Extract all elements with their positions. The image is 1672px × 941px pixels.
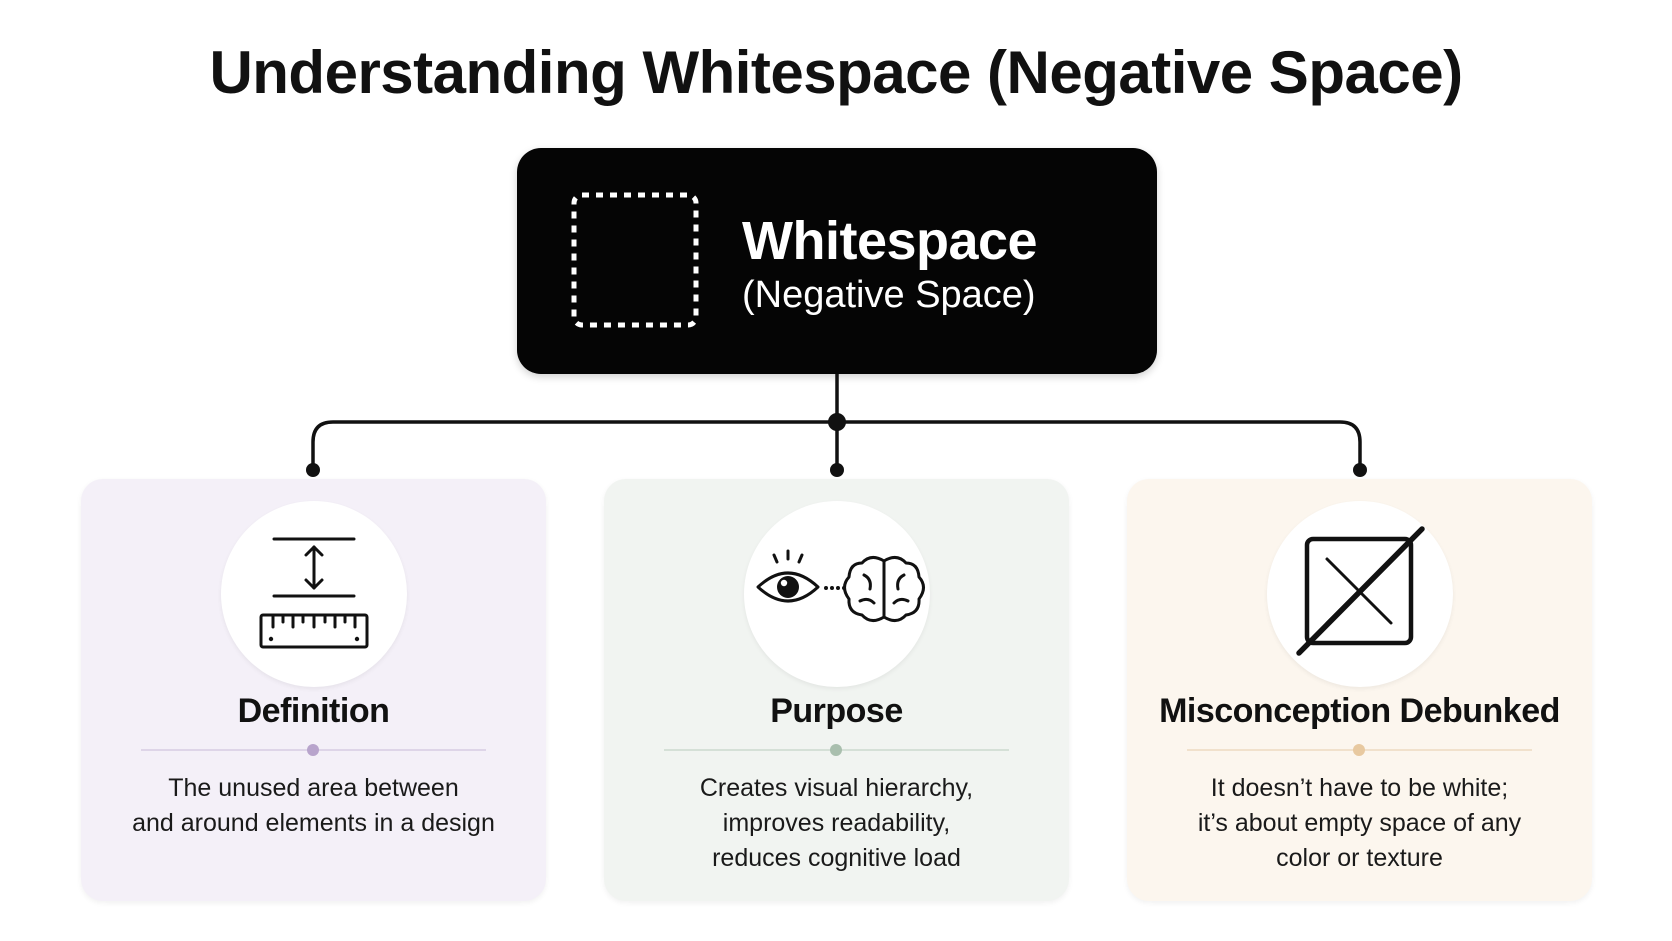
card-description: The unused area between and around eleme… [101,771,526,841]
card-title: Definition [237,692,390,730]
hero-node: Whitespace (Negative Space) [517,148,1157,374]
divider-dot [1353,744,1365,756]
ruler-spacing-icon [259,537,369,649]
hero-subtitle: (Negative Space) [742,274,1036,316]
description-line: Creates visual hierarchy, [699,774,974,802]
divider-dot [830,744,842,756]
description-line: It doesn’t have to be white; [1210,774,1509,802]
card-title: Purpose [770,692,903,730]
crossed-box-icon [1296,526,1425,656]
icon-circle [1267,501,1453,687]
icon-circle [221,501,407,687]
description-line: The unused area between [168,774,459,802]
purpose-card: Purpose Creates visual hierarchy, improv… [604,479,1069,901]
card-description: It doesn’t have to be white; it’s about … [1147,771,1572,876]
description-line: and around elements in a design [132,809,495,837]
misconception-card: Misconception Debunked It doesn’t have t… [1127,479,1592,901]
description-line: reduces cognitive load [712,844,961,872]
description-line: improves readability, [722,809,951,837]
page-title: Understanding Whitespace (Negative Space… [209,39,1463,106]
icon-circle [744,501,930,687]
eye-brain-icon [756,549,925,622]
description-line: color or texture [1276,844,1443,872]
divider-dot [307,744,319,756]
card-description: Creates visual hierarchy, improves reada… [624,771,1049,876]
definition-card: Definition The unused area between and a… [81,479,546,901]
description-line: it’s about empty space of any [1197,809,1522,837]
dashed-square-icon [569,190,701,330]
hero-title: Whitespace [742,211,1038,271]
card-title: Misconception Debunked [1159,692,1560,730]
